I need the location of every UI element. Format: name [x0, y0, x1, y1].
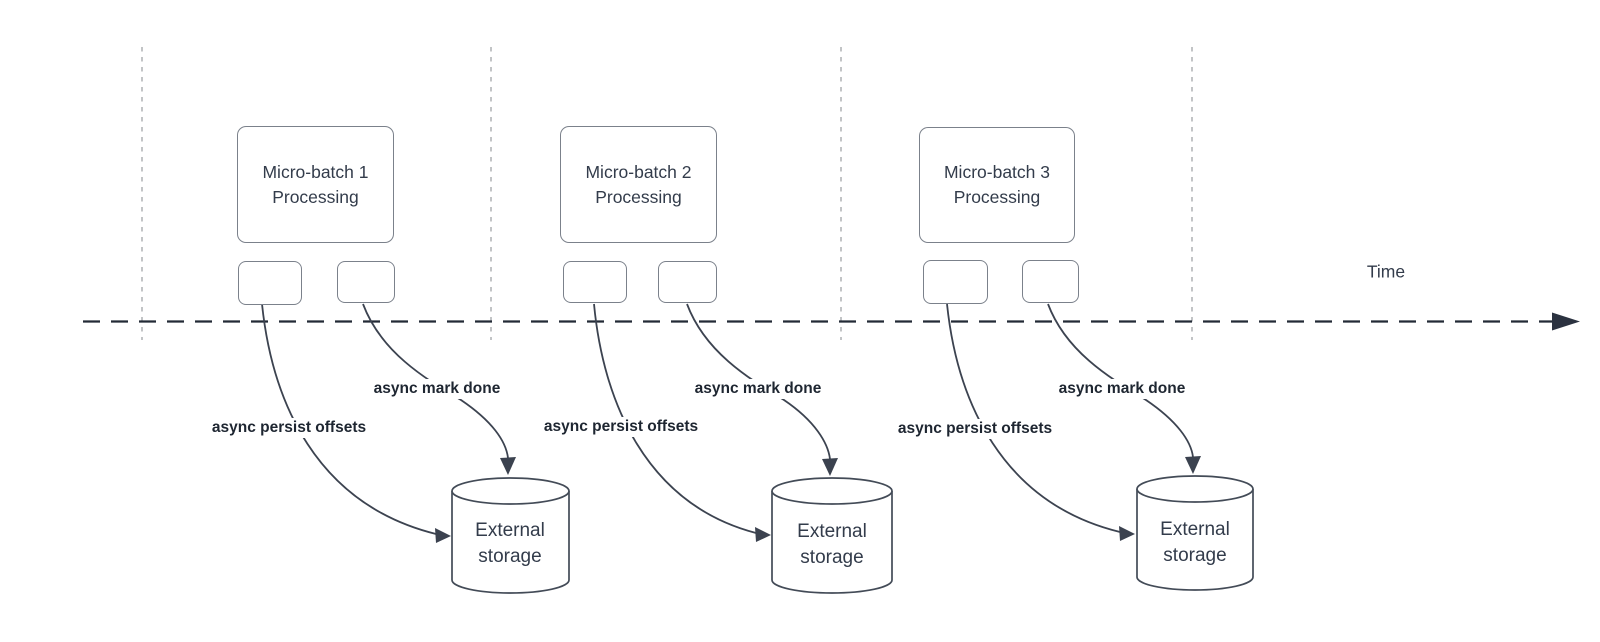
- external-storage-label-1: External storage: [475, 518, 545, 570]
- external-storage-label-2-line2: storage: [800, 547, 864, 568]
- micro-batch-2-box: Micro-batch 2 Processing: [560, 126, 717, 243]
- micro-batch-1-offset-task-box: [238, 261, 302, 305]
- persist-offsets-label-1: async persist offsets: [208, 418, 370, 438]
- persist-offsets-arrow-2: [593, 303, 771, 542]
- persist-offsets-arrow-3: [946, 303, 1135, 541]
- mark-done-arrowhead-icon-1: [500, 457, 516, 475]
- micro-batch-1-done-task-box: [337, 261, 395, 303]
- micro-batch-1-box: Micro-batch 1 Processing: [237, 126, 394, 243]
- persist-offsets-arrowhead-icon-3: [1119, 526, 1135, 541]
- micro-batch-3-done-task-box: [1022, 260, 1079, 303]
- micro-batch-3-title: Micro-batch 3 Processing: [944, 160, 1050, 210]
- persist-offsets-arrowhead-icon-1: [435, 528, 451, 543]
- micro-batch-3-offset-task-box: [923, 260, 988, 304]
- micro-batch-2-done-task-box: [658, 261, 717, 303]
- micro-batch-1-title-line1: Micro-batch 1: [262, 161, 369, 182]
- external-storage-cylinder-3: [1136, 475, 1254, 591]
- micro-batch-3-title-line1: Micro-batch 3: [943, 162, 1050, 182]
- external-storage-label-1-line1: External: [475, 520, 545, 541]
- external-storage-label-3-line2: storage: [1163, 545, 1227, 566]
- micro-batch-1-title: Micro-batch 1 Processing: [262, 160, 368, 210]
- micro-batch-2-title-line2: Processing: [595, 186, 682, 207]
- mark-done-arrowhead-icon-3: [1185, 456, 1201, 474]
- external-storage-label-2: External storage: [797, 519, 867, 571]
- external-storage-cylinder-2: [771, 477, 893, 594]
- persist-offsets-arrow-1: [261, 303, 451, 543]
- external-storage-label-3-line1: External: [1160, 519, 1230, 540]
- micro-batch-2-offset-task-box: [563, 261, 627, 303]
- time-axis-arrowhead-icon: [1552, 312, 1580, 331]
- external-storage-label-3: External storage: [1160, 517, 1230, 569]
- persist-offsets-arrowhead-icon-2: [755, 527, 771, 542]
- micro-batch-3-title-line2: Processing: [953, 187, 1041, 207]
- micro-batch-3-box: Micro-batch 3 Processing: [919, 127, 1075, 243]
- micro-batch-2-title-line1: Micro-batch 2: [585, 161, 692, 182]
- external-storage-label-2-line1: External: [797, 521, 867, 542]
- external-storage-cylinder-1: [451, 477, 570, 594]
- persist-offsets-label-2: async persist offsets: [540, 417, 702, 437]
- micro-batch-2-title: Micro-batch 2 Processing: [585, 160, 691, 210]
- mark-done-arrowhead-icon-2: [822, 458, 838, 476]
- mark-done-label-3: async mark done: [1055, 379, 1189, 399]
- mark-done-label-1: async mark done: [370, 379, 504, 399]
- micro-batch-1-title-line2: Processing: [272, 186, 359, 207]
- mark-done-label-2: async mark done: [691, 379, 825, 399]
- external-storage-label-1-line2: storage: [478, 546, 542, 567]
- time-axis-label: Time: [1366, 261, 1406, 282]
- persist-offsets-label-3: async persist offsets: [894, 419, 1056, 439]
